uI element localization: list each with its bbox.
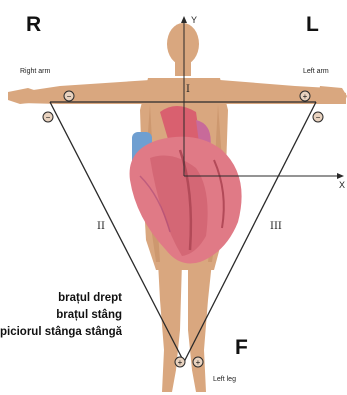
sign-right-arm-side: − — [46, 113, 51, 122]
lead-2-label: II — [97, 222, 105, 232]
sign-left-arm-top: + — [303, 92, 308, 101]
lead-3-label: III — [270, 222, 282, 232]
x-axis-label: X — [339, 181, 345, 190]
legend-line-left-leg: piciorul stânga stângă — [0, 324, 122, 341]
corner-letter-f: F — [235, 337, 248, 358]
legend-line-left-arm: brațul stâng — [0, 307, 122, 324]
limb-legend: brațul drept brațul stâng piciorul stâng… — [0, 290, 122, 341]
sign-left-arm-side: − — [316, 113, 321, 122]
sign-foot-left: + — [178, 358, 183, 367]
left-leg-label: Left leg — [213, 376, 236, 383]
left-arm-label: Left arm — [303, 68, 329, 75]
right-arm-label: Right arm — [20, 68, 50, 75]
lead-1-label: I — [186, 85, 190, 95]
sign-right-arm-top: − — [67, 92, 72, 101]
y-axis-label: Y — [191, 16, 197, 25]
legend-line-right-arm: brațul drept — [0, 290, 122, 307]
corner-letter-r: R — [26, 14, 41, 35]
sign-foot-right: + — [196, 358, 201, 367]
corner-letter-l: L — [306, 14, 319, 35]
